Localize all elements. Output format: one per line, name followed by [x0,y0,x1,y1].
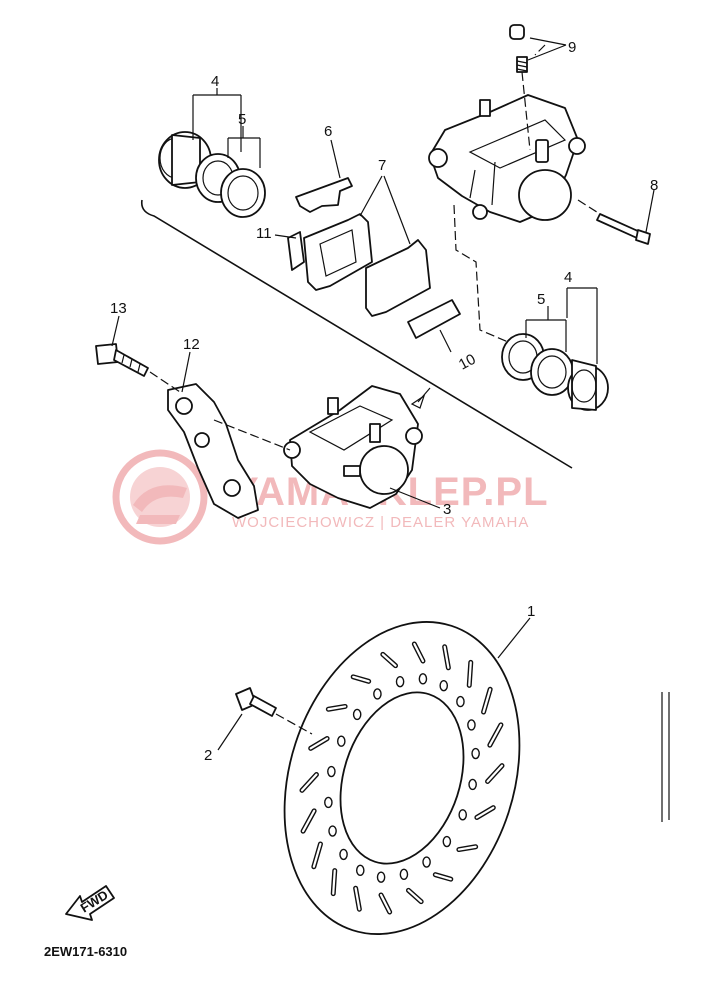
disc-slot-inner [309,737,329,750]
disc-bolt [235,687,277,717]
fwd-arrow-icon: FWD [65,885,115,921]
callout-11: 11 [256,225,272,242]
disc-hole [418,673,428,685]
disc-slot-inner [300,773,318,792]
callout-1: 1 [527,603,535,620]
disc-hole [467,719,476,731]
disc-slot-inner [413,642,425,663]
bracket-bolt [95,343,149,377]
disc-slot-inner [332,869,336,895]
disc-hole [422,856,431,868]
disc-hole [328,825,337,837]
diagram-code: 2EW171-6310 [44,944,127,959]
disc-slots [299,641,505,915]
callout-7: 7 [378,157,386,174]
watermark: YAMASKLEP.PL WOJCIECHOWICZ | DEALER YAMA… [112,449,548,545]
edge-marks [661,692,670,822]
callout-5-upper: 5 [238,111,246,128]
disc-slot-inner [312,842,322,868]
callout-6: 6 [324,123,332,140]
disc-slot-inner [475,806,495,819]
callout-5-lower: 5 [537,291,545,308]
caliper-assembly [283,385,423,509]
disc-hole [352,708,362,721]
callout-3: 3 [443,501,451,518]
disc-slot-inner [301,809,316,833]
group-bracket-line [140,199,573,469]
brake-pads [303,213,431,317]
bleed-screw [509,24,528,73]
disc-slot-inner [381,653,397,667]
disc-hole [339,848,348,861]
caliper-bracket [167,383,259,519]
disc-hole [327,765,336,778]
disc-slot-inner [434,873,452,881]
disc-slot-inner [488,723,503,747]
disc-slot-inner [486,764,504,783]
disc-hole [442,835,452,848]
leader-lines [111,37,655,751]
disc-hole [471,747,480,760]
pad-pin-clip [287,231,305,271]
disc-hole [399,868,409,881]
callout-10: 10 [456,351,479,374]
callout-12: 12 [183,336,200,353]
disc-slot-inner [352,675,370,683]
disc-hole [324,796,333,809]
brake-disc [283,621,521,935]
disc-slot-inner [407,889,423,903]
disc-hole [336,735,346,747]
callout-2: 2 [204,747,212,764]
disc-slot-inner [379,893,391,914]
caliper-pin-bolt [596,213,651,245]
disc-hole [456,695,465,708]
callout-8: 8 [650,177,658,194]
pad-support-spring [407,299,461,339]
disc-hole [355,864,365,877]
callout-numbers: 4 5 6 7 11 9 8 4 5 10 13 12 3 1 2 [110,39,658,764]
disc-hole [373,688,382,700]
disc-slot-inner [443,645,450,669]
disc-slot-inner [468,661,472,687]
disc-hole [439,679,449,692]
watermark-subtitle: WOJCIECHOWICZ | DEALER YAMAHA [232,514,529,531]
caliper-half-top [428,94,586,223]
callout-9: 9 [568,39,576,56]
disc-slot-inner [327,705,347,711]
watermark-logo-icon [112,449,208,545]
disc-slot-inner [354,887,361,911]
piston-seal-set-lower [501,333,609,411]
piston-seal-set-upper [158,131,266,218]
disc-hole [376,871,386,883]
callout-13: 13 [110,300,127,317]
disc-hole [468,778,477,791]
disc-slot-inner [457,845,477,851]
disc-slot-inner [482,688,492,714]
callout-4-lower: 4 [564,269,572,286]
assembly-lines [149,44,601,735]
disc-hole [458,809,468,821]
callout-4-upper: 4 [211,73,219,90]
pad-spring [295,177,353,213]
disc-hole [395,675,405,688]
